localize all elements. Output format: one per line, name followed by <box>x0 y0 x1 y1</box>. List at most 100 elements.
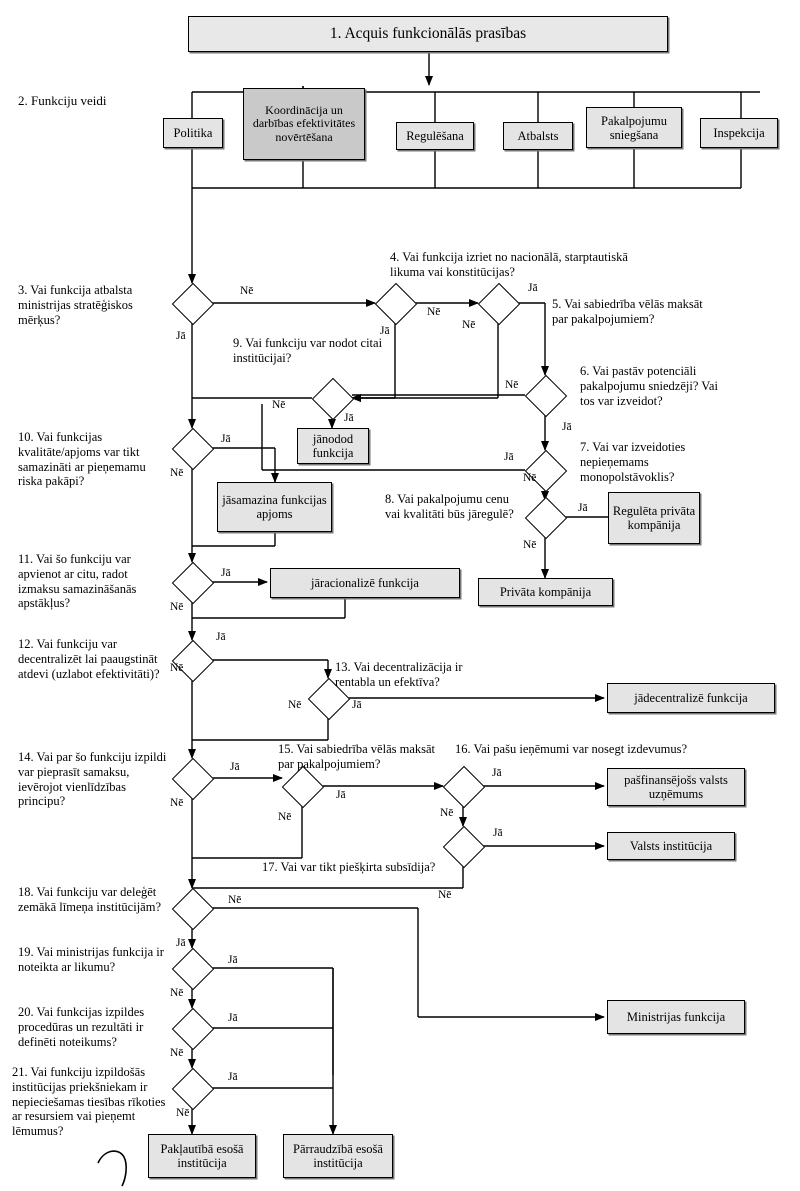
decision-q10 <box>171 427 215 471</box>
edge-label-q11-no: Nē <box>170 601 184 613</box>
edge-label-q13-yes: Jā <box>352 699 362 711</box>
diamond-shape <box>524 449 568 493</box>
diamond-shape <box>524 496 568 540</box>
edge-label-q21-yes: Jā <box>228 1071 238 1083</box>
diamond-shape <box>171 427 215 471</box>
diamond-shape <box>171 887 215 931</box>
decision-q8 <box>524 496 568 540</box>
decision-q15 <box>281 765 325 809</box>
question-text-q5: 5. Vai sabiedrība vēlās maksāt par pakal… <box>552 297 703 326</box>
decision-q20 <box>171 1007 215 1051</box>
node-outcome-ministrijas-funkcija: Ministrijas funkcija <box>607 1000 745 1034</box>
diamond-shape <box>281 765 325 809</box>
edge-label-q9-no: Nē <box>272 399 286 411</box>
decision-q21 <box>171 1067 215 1111</box>
edge-label-q18-no: Nē <box>228 894 242 906</box>
decision-q6 <box>524 374 568 418</box>
decision-q4 <box>374 282 418 326</box>
question-text-q8: 8. Vai pakalpojumu cenu vai kvalitāti bū… <box>385 492 514 521</box>
node-function-type-inspekcija: Inspekcija <box>700 118 778 148</box>
edge-label-q20-yes: Jā <box>228 1012 238 1024</box>
edge-label-q17-no: Nē <box>438 889 452 901</box>
node-outcome-valsts-institucija: Valsts institūcija <box>607 832 735 860</box>
edge-label-q20-no: Nē <box>170 1047 184 1059</box>
node-function-type-politika: Politika <box>163 118 223 148</box>
edge-label-q11-yes: Jā <box>221 567 231 579</box>
diamond-shape <box>171 561 215 605</box>
edge-label-q8-no: Nē <box>523 539 537 551</box>
edge-label-q14-yes: Jā <box>230 761 240 773</box>
diamond-shape <box>171 1067 215 1111</box>
question-text-q3: 3. Vai funkcija atbalsta ministrijas str… <box>18 283 133 327</box>
section-label-function-types: 2. Funkciju veidi <box>18 93 107 108</box>
decision-q11 <box>171 561 215 605</box>
edge-label-q7-yes: Jā <box>504 451 514 463</box>
edge-label-q3-yes: Jā <box>176 330 186 342</box>
edge-label-q15-yes: Jā <box>336 789 346 801</box>
question-text-q19: 19. Vai ministrijas funkcija ir noteikta… <box>18 945 164 974</box>
decision-q18 <box>171 887 215 931</box>
node-function-type-pakalpojumu-sniegsana: Pakalpojumu sniegšana <box>586 107 682 148</box>
edge-label-q4-no: Nē <box>427 306 441 318</box>
edge-label-q15-no: Nē <box>278 811 292 823</box>
edge-label-q18-yes: Jā <box>176 937 186 949</box>
edge-label-q16-no: Nē <box>440 807 454 819</box>
edge-label-q12-yes: Jā <box>216 631 226 643</box>
node-outcome-jaracionalize-funkcija: jāracionalizē funkcija <box>270 568 460 598</box>
node-outcome-parraudziba-esosa-institucija: Pārraudzībā esošā institūcija <box>283 1134 393 1178</box>
question-text-q16: 16. Vai pašu ieņēmumi var nosegt izdevum… <box>455 742 688 756</box>
question-text-q21: 21. Vai funkciju izpildošās institūcijas… <box>12 1065 166 1138</box>
node-outcome-pasfinansejoss-valsts-uznemums: pašfinansējošs valsts uzņēmums <box>607 768 745 806</box>
edge-label-q5-no: Nē <box>462 319 476 331</box>
node-function-type-koordinacija: Koordinācija un darbības efektivitātes n… <box>243 88 365 160</box>
question-text-q7: 7. Vai var izveidoties nepieņemams monop… <box>580 440 686 484</box>
question-text-q12: 12. Vai funkciju var decentralizēt lai p… <box>18 637 160 681</box>
node-outcome-privata-kompanija: Privāta kompānija <box>478 578 613 606</box>
edge-label-q6-no: Nē <box>505 379 519 391</box>
question-text-q17: 17. Vai var tikt piešķirta subsīdija? <box>262 860 436 874</box>
question-text-q11: 11. Vai šo funkciju var apvienot ar citu… <box>18 552 137 611</box>
question-text-q6: 6. Vai pastāv potenciāli pakalpojumu sni… <box>580 364 718 408</box>
node-outcome-janodod-funkcija: jānodod funkcija <box>297 428 369 464</box>
diamond-shape <box>524 374 568 418</box>
edge-label-q19-yes: Jā <box>228 954 238 966</box>
question-text-q9: 9. Vai funkciju var nodot citai institūc… <box>233 336 383 365</box>
edge-label-q10-no: Nē <box>170 467 184 479</box>
edge-label-q13-no: Nē <box>288 699 302 711</box>
edge-label-q7-no: Nē <box>523 472 537 484</box>
diamond-shape <box>171 757 215 801</box>
edge-label-q4-yes: Jā <box>380 325 390 337</box>
question-text-q4: 4. Vai funkcija izriet no nacionālā, sta… <box>390 250 628 279</box>
diamond-shape <box>171 639 215 683</box>
diamond-shape <box>171 282 215 326</box>
edge-label-q16-yes: Jā <box>492 767 502 779</box>
question-text-q18: 18. Vai funkciju var deleģēt zemākā līme… <box>18 885 161 914</box>
decision-q16 <box>442 765 486 809</box>
edge-label-q6-yes: Jā <box>562 421 572 433</box>
node-outcome-jasamazina-funkcijas-apjoms: jāsamazina funkcijas apjoms <box>217 482 332 532</box>
edge-label-q3-no: Nē <box>240 285 254 297</box>
diamond-shape <box>171 1007 215 1051</box>
diamond-shape <box>374 282 418 326</box>
node-function-type-regulesana: Regulēšana <box>396 122 474 150</box>
edge-label-q17-yes: Jā <box>493 827 503 839</box>
node-outcome-paklautiba-esosa-institucija: Pakļautībā esošā institūcija <box>148 1134 256 1178</box>
node-outcome-regulata-privata-kompanija: Regulēta privāta kompānija <box>608 492 700 544</box>
node-outcome-jadecentralize-funkcija: jādecentralizē funkcija <box>607 683 775 713</box>
edge-label-q12-no: Nē <box>170 662 184 674</box>
question-text-q20: 20. Vai funkcijas izpildes procedūras un… <box>18 1005 145 1049</box>
question-text-q10: 10. Vai funkcijas kvalitāte/apjoms var t… <box>18 430 146 489</box>
edge-label-q19-no: Nē <box>170 987 184 999</box>
edge-label-q9-yes: Jā <box>344 412 354 424</box>
node-title-acquis: 1. Acquis funkcionālās prasības <box>188 16 668 52</box>
decision-q5 <box>477 282 521 326</box>
edge-label-q5-yes: Jā <box>528 282 538 294</box>
diamond-shape <box>171 947 215 991</box>
question-text-q14: 14. Vai par šo funkciju izpildi var piep… <box>18 750 167 809</box>
question-text-q15: 15. Vai sabiedrība vēlās maksāt par paka… <box>278 742 436 771</box>
decision-q3 <box>171 282 215 326</box>
edge-label-q8-yes: Jā <box>578 502 588 514</box>
edge-label-q14-no: Nē <box>170 797 184 809</box>
node-function-type-atbalsts: Atbalsts <box>503 122 573 150</box>
